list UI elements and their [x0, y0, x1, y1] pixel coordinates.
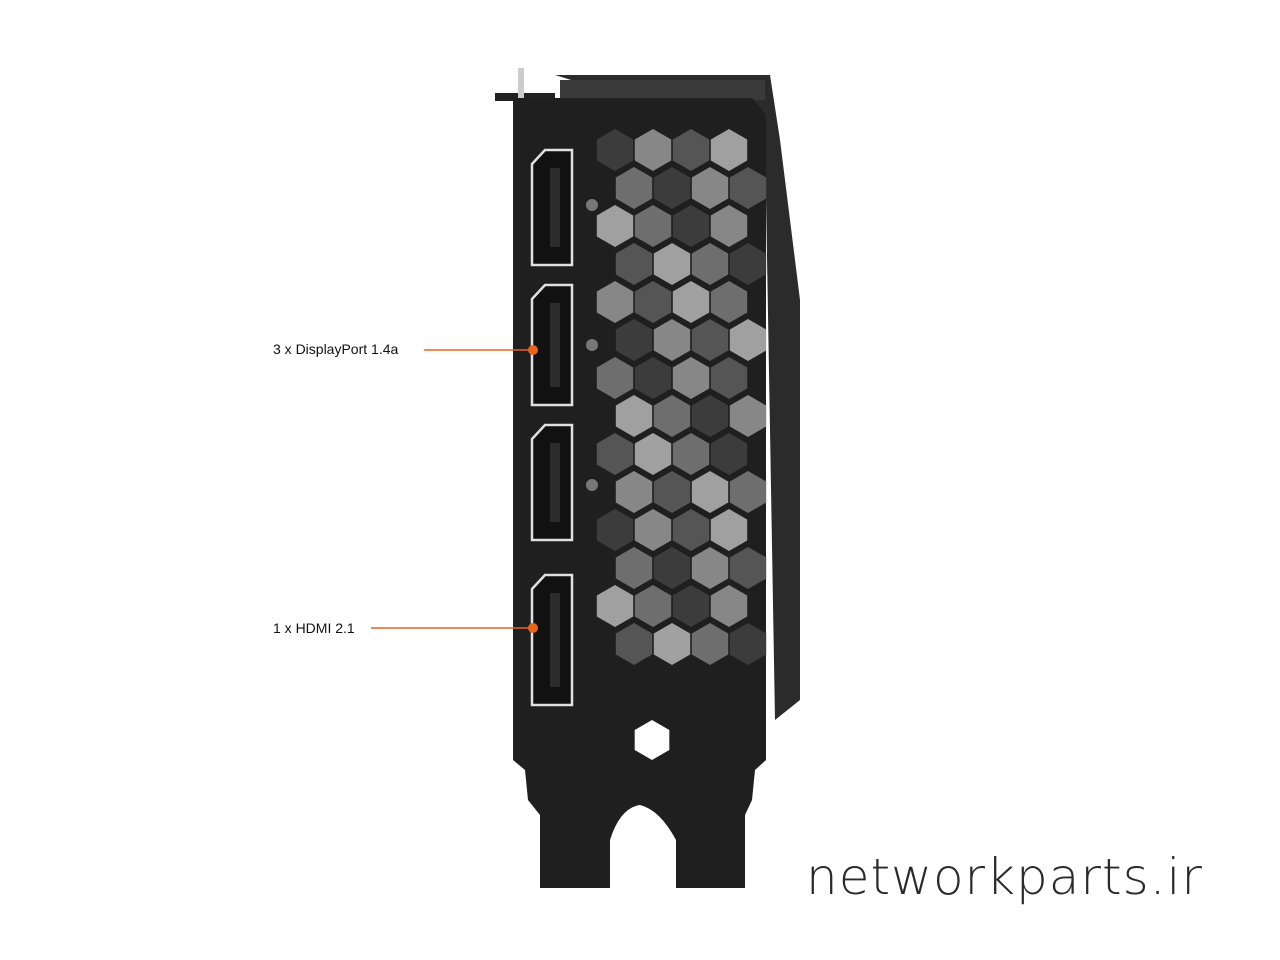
vent-hex — [596, 129, 634, 171]
displayport-1-pins — [550, 168, 560, 247]
vent-hex — [710, 281, 748, 323]
vent-hex — [634, 129, 672, 171]
vent-hex — [710, 433, 748, 475]
vent-hex — [596, 585, 634, 627]
vent-hex — [596, 433, 634, 475]
vent-hex — [615, 395, 653, 437]
vent-hex — [653, 623, 691, 665]
screw — [586, 479, 598, 491]
vent-hex — [691, 471, 729, 513]
vent-hex — [653, 395, 691, 437]
cable — [518, 68, 524, 98]
vent-hex — [710, 205, 748, 247]
vent-hex — [691, 395, 729, 437]
vent-hex — [596, 509, 634, 551]
vent-hex — [634, 509, 672, 551]
displayport-3-pins — [550, 443, 560, 522]
screw — [586, 339, 598, 351]
vent-hex — [634, 205, 672, 247]
vent-hex — [729, 243, 767, 285]
vent-hex — [653, 471, 691, 513]
vent-hex — [691, 167, 729, 209]
vent-hex — [653, 167, 691, 209]
vent-hex — [615, 471, 653, 513]
vent-hex — [634, 357, 672, 399]
vent-hex — [615, 243, 653, 285]
vent-hex — [653, 243, 691, 285]
callout-hdmi: 1 x HDMI 2.1 — [273, 620, 355, 636]
vent-hex — [653, 319, 691, 361]
vent-hex — [729, 471, 767, 513]
vent-hex — [634, 720, 670, 760]
vent-hex — [691, 243, 729, 285]
shroud-edge — [560, 80, 765, 100]
vent-hex — [691, 319, 729, 361]
vent-hex — [672, 281, 710, 323]
vent-hex — [710, 509, 748, 551]
vent-hex — [672, 357, 710, 399]
vent-hex — [596, 357, 634, 399]
vent-hex — [653, 547, 691, 589]
vent-hex — [634, 281, 672, 323]
vent-hex — [691, 547, 729, 589]
vent-hex — [672, 509, 710, 551]
vent-hex — [672, 433, 710, 475]
hdmi-port-pins — [550, 593, 560, 687]
displayport-2-pins — [550, 303, 560, 387]
vent-hex — [634, 585, 672, 627]
vent-hex — [615, 319, 653, 361]
vent-hex — [710, 129, 748, 171]
card-shroud — [555, 75, 800, 720]
callout-displayport: 3 x DisplayPort 1.4a — [273, 341, 399, 357]
screw — [586, 199, 598, 211]
vent-hex — [615, 167, 653, 209]
vent-hex — [672, 585, 710, 627]
callout-dot-hdmi — [528, 623, 538, 633]
vent-hex — [729, 623, 767, 665]
vent-hex — [672, 205, 710, 247]
vent-hex — [615, 623, 653, 665]
vent-hex — [672, 129, 710, 171]
vent-hex — [729, 395, 767, 437]
callout-dot-displayport — [528, 345, 538, 355]
vent-hex — [596, 205, 634, 247]
vent-hex — [710, 357, 748, 399]
vent-hex — [596, 281, 634, 323]
vent-hex — [710, 585, 748, 627]
watermark: networkparts.ir — [806, 848, 1203, 906]
bracket-tab — [495, 93, 555, 101]
vent-hex — [729, 167, 767, 209]
vent-hex — [634, 433, 672, 475]
vent-hex — [691, 623, 729, 665]
vent-hex — [615, 547, 653, 589]
vent-hex — [729, 547, 767, 589]
vent-hex — [729, 319, 767, 361]
